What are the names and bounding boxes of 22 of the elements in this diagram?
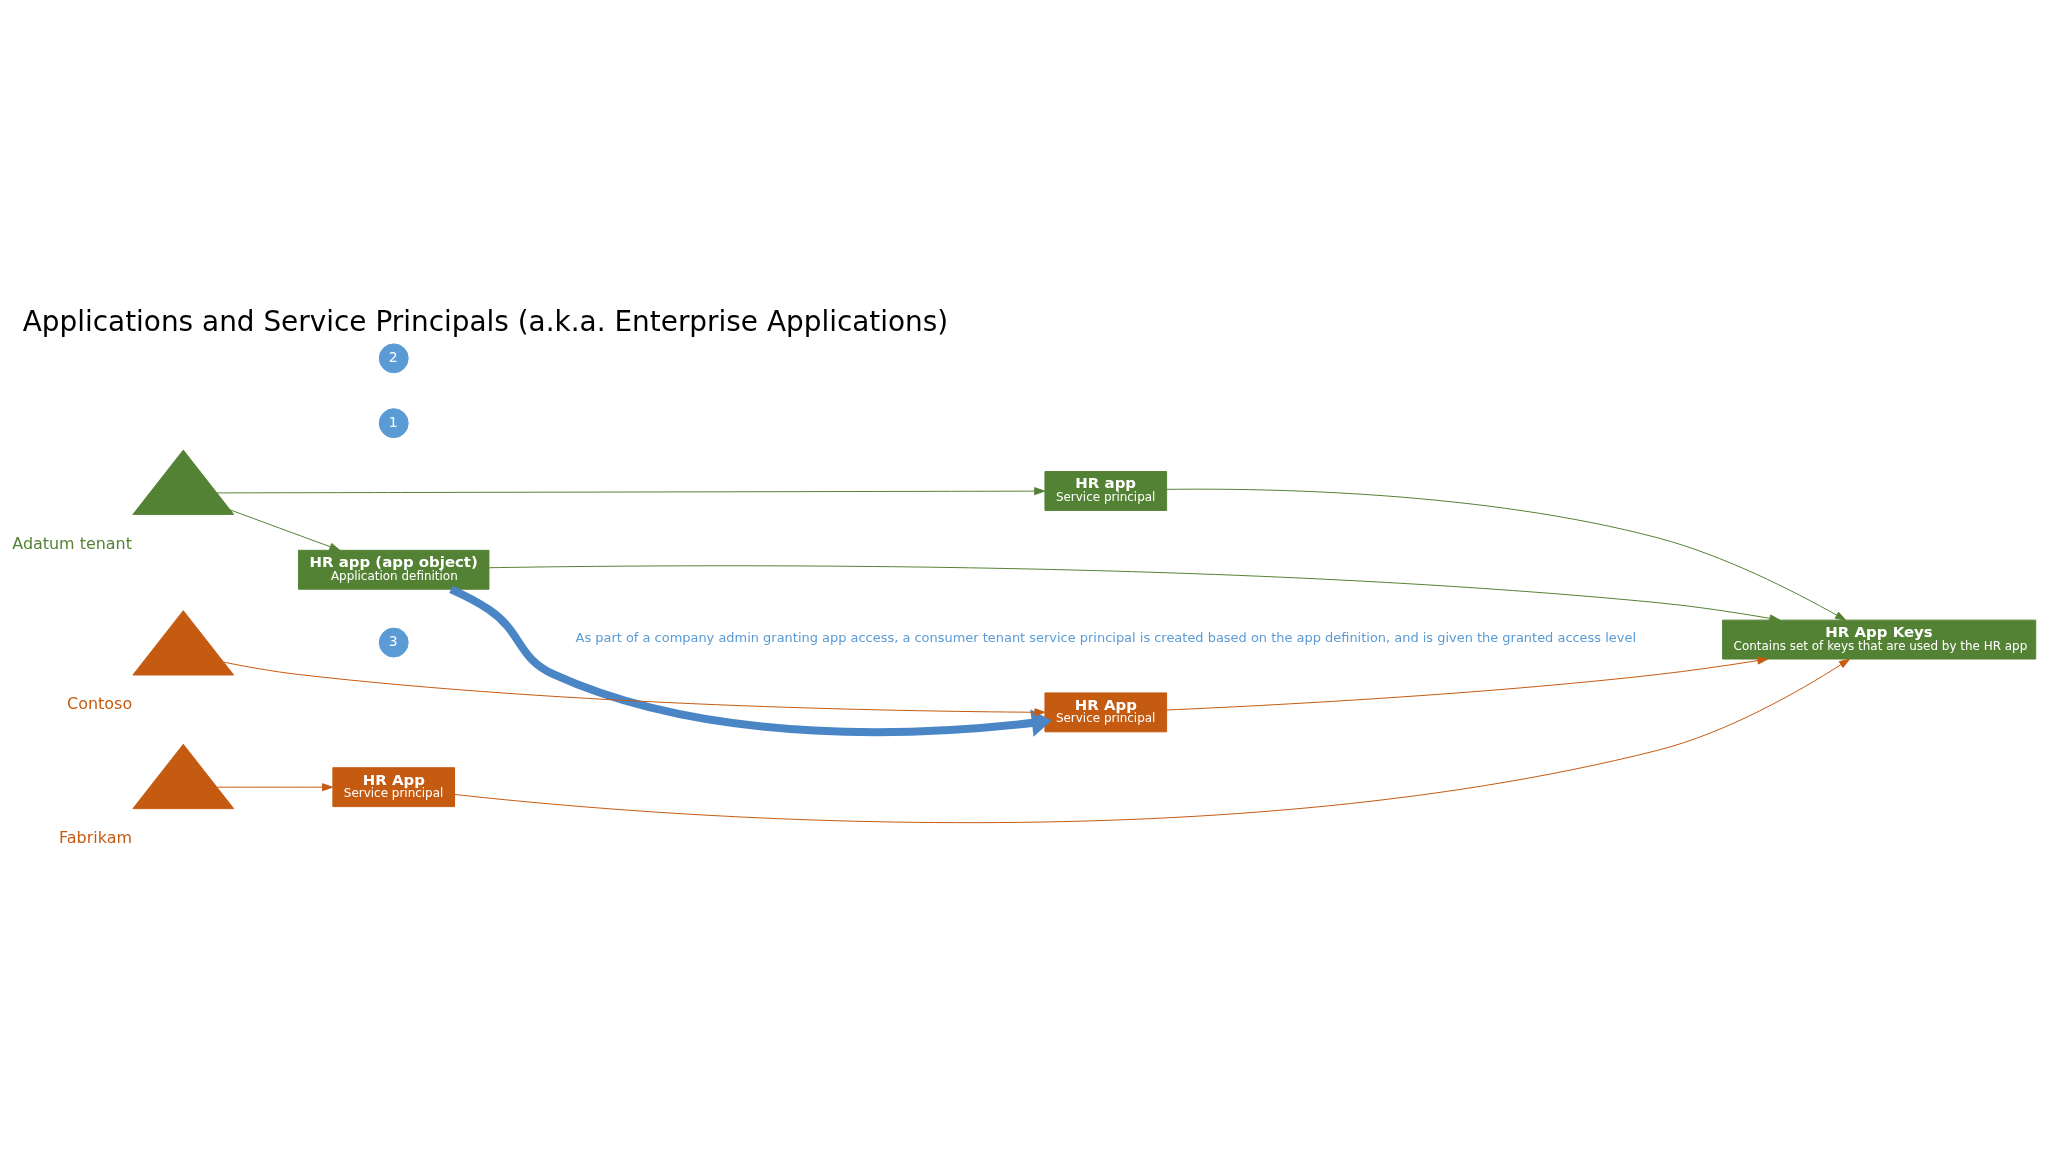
arrow — [216, 782, 334, 791]
node-box: HR app Service principal — [1044, 470, 1168, 511]
diagram-title: Applications and Service Principals (a.k.a. Enterprise Applications) — [22, 304, 949, 338]
arrow — [229, 508, 341, 551]
node-label: Contoso — [67, 693, 133, 713]
arrow — [1166, 488, 1847, 621]
node-box: HR App Keys Contains set of keys that are used by the HR app — [1722, 619, 2037, 660]
node-circle: 3 — [378, 627, 409, 658]
label: As part of a company admin granting app access, a consumer tenant service principal is created based on the app definition, and is given the granted access level — [575, 629, 1637, 645]
node-circle: 1 — [378, 407, 409, 438]
arrow — [216, 486, 1046, 495]
node-label: Fabrikam — [59, 827, 132, 847]
node-label: Adatum tenant — [12, 533, 132, 553]
arrow — [449, 585, 1052, 737]
node-circle: 2 — [378, 342, 409, 373]
node-box: HR app (app object) Application definition — [298, 549, 490, 590]
arrow — [223, 661, 1046, 716]
arrow — [1166, 656, 1769, 710]
node-box: HR App Service principal — [332, 766, 456, 807]
node-box: HR App Service principal — [1044, 691, 1168, 732]
arrow — [454, 658, 1850, 823]
arrow — [488, 564, 1781, 622]
